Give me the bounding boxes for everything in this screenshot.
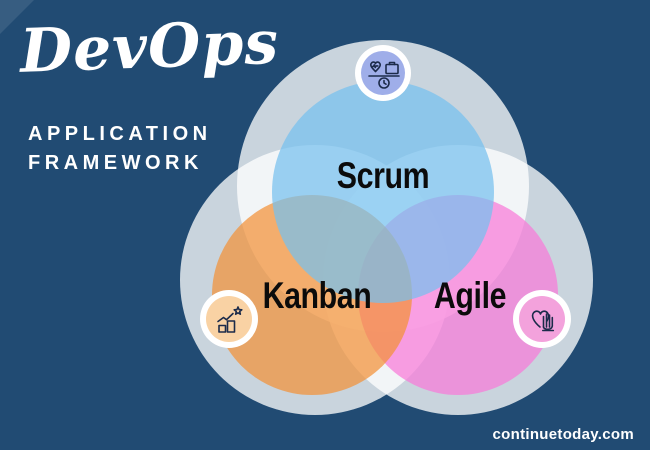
page-subtitle-line2: FRAMEWORK [28, 152, 203, 174]
set-circle-scrum [272, 81, 494, 303]
badge-kanban [200, 290, 258, 348]
badge-scrum [355, 45, 411, 101]
badge-fill [519, 296, 565, 342]
page-subtitle-line1: APPLICATION [28, 123, 212, 145]
work-life-balance-icon [368, 61, 400, 89]
hand-heart-icon [531, 310, 555, 332]
growth-chart-icon [217, 306, 243, 333]
set-label-scrum: Scrum [336, 155, 430, 196]
corner-accent-shape [0, 0, 34, 34]
set-label-kanban: Kanban [262, 275, 372, 316]
set-label-agile: Agile [433, 275, 507, 316]
website-watermark: continuetoday.com [492, 426, 634, 443]
page-title-script: DevOps [18, 7, 281, 87]
badge-fill [206, 296, 252, 342]
badge-agile [513, 290, 571, 348]
